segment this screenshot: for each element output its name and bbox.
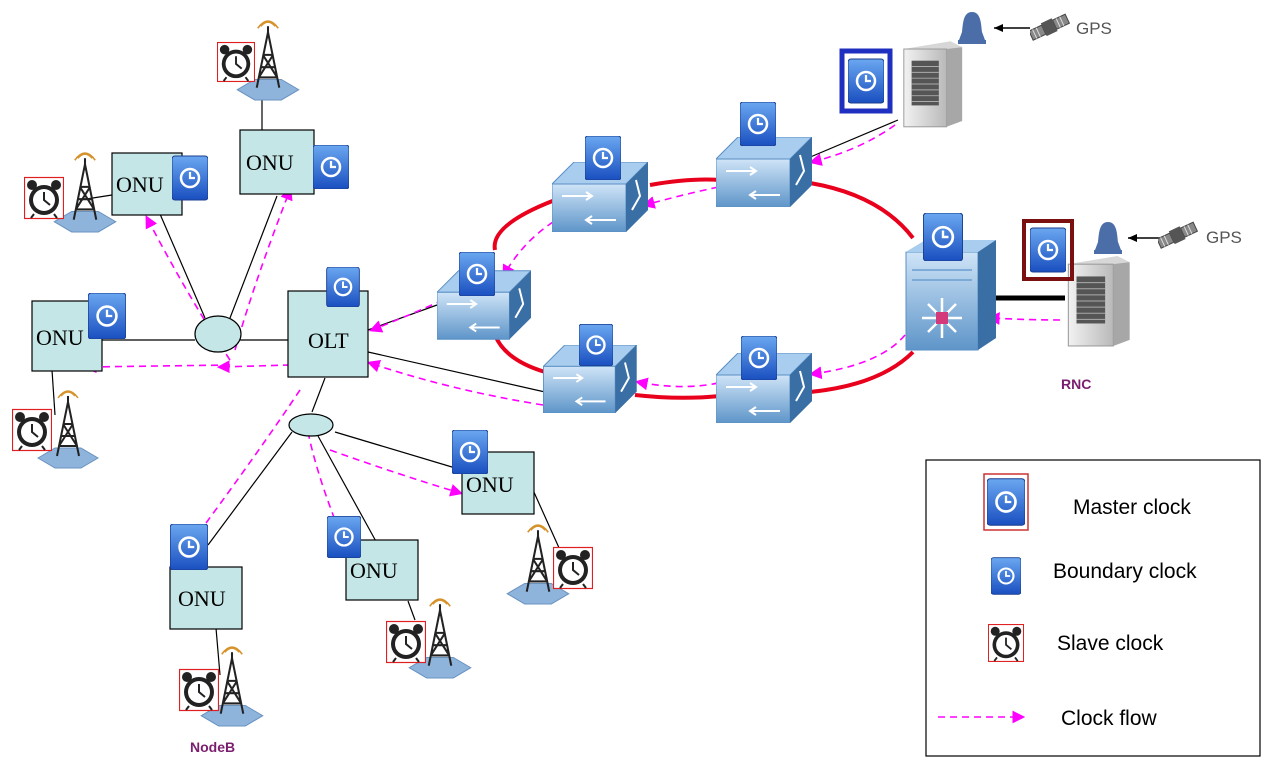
- slave-clock-icon: [24, 176, 64, 220]
- slave-clock-icon: [386, 620, 426, 664]
- legend-flow-label: Clock flow: [1061, 707, 1158, 730]
- splitter-lower: [288, 413, 334, 437]
- boundary-clock-icon: [313, 145, 349, 189]
- base-station: [506, 524, 593, 605]
- core-switch: [905, 213, 996, 351]
- base-station: [24, 152, 117, 234]
- boundary-clock-icon: [741, 336, 777, 380]
- legend: Master clock Boundary clock Slave clock …: [925, 459, 1261, 757]
- boundary-clock-icon: [585, 136, 621, 180]
- legend-master-label: Master clock: [1073, 496, 1191, 519]
- onu-label: ONU: [36, 325, 84, 350]
- base-station: [12, 389, 100, 470]
- switch-upper-right: [716, 102, 812, 207]
- onu-node-left: ONU: [31, 293, 126, 372]
- switch-upper-left: [552, 136, 648, 232]
- legend-boundary: Boundary clock: [991, 557, 1197, 595]
- legend-master: Master clock: [983, 473, 1191, 531]
- slave-clock-icon: [988, 623, 1024, 663]
- legend-boundary-label: Boundary clock: [1053, 560, 1197, 583]
- base-station: [217, 19, 300, 102]
- splitter-upper: [194, 315, 242, 353]
- switch-lower-right: [716, 336, 812, 423]
- master-clock-server-top: GPS: [839, 12, 1112, 128]
- nodeb-label: NodeB: [190, 739, 235, 755]
- onu-node-bottom-middle: ONU: [327, 516, 419, 601]
- onu-node-bottom-left: ONU: [169, 524, 243, 630]
- rnc-server: GPS RNC: [1022, 219, 1242, 392]
- legend-slave-label: Slave clock: [1057, 632, 1164, 655]
- boundary-clock-icon: [452, 430, 488, 474]
- olt-label: OLT: [308, 328, 349, 353]
- slave-clock-icon: [12, 408, 52, 452]
- satellite-icon: [1158, 220, 1198, 251]
- onu-node-top-left: ONU: [111, 152, 208, 216]
- master-clock-frame: [1022, 219, 1074, 281]
- boundary-clock-icon: [923, 213, 963, 261]
- antenna-icon: [1094, 222, 1122, 254]
- onu-label: ONU: [466, 472, 514, 497]
- boundary-clock-icon: [88, 293, 126, 339]
- gps-label: GPS: [1206, 228, 1242, 247]
- master-clock-icon: [987, 478, 1025, 526]
- server-icon: [1067, 256, 1131, 347]
- onu-label: ONU: [116, 172, 164, 197]
- base-station: [179, 646, 264, 727]
- rnc-label: RNC: [1061, 376, 1091, 392]
- onu-label: ONU: [178, 586, 226, 611]
- switch-lower-left: [543, 324, 637, 413]
- boundary-clock-icon: [991, 557, 1021, 595]
- boundary-clock-icon: [326, 267, 360, 307]
- boundary-clock-icon: [579, 324, 613, 366]
- master-clock-icon: [1030, 227, 1066, 273]
- legend-flow: Clock flow: [938, 707, 1158, 730]
- onu-label: ONU: [246, 150, 294, 175]
- boundary-clock-icon: [740, 102, 776, 146]
- server-icon: [903, 40, 963, 128]
- legend-slave: Slave clock: [988, 623, 1164, 663]
- onu-node-top: ONU: [239, 129, 349, 195]
- slave-clock-icon: [217, 41, 255, 83]
- slave-clock-icon: [179, 668, 219, 712]
- master-clock-icon: [848, 58, 884, 104]
- antenna-icon: [958, 12, 986, 44]
- olt-node: OLT: [287, 267, 369, 378]
- boundary-clock-icon: [172, 155, 208, 201]
- base-station: [386, 598, 472, 679]
- onu-node-bottom-right: ONU: [452, 430, 535, 515]
- boundary-clock-icon: [170, 524, 208, 570]
- gps-label: GPS: [1076, 19, 1112, 38]
- boundary-clock-icon: [459, 252, 495, 296]
- satellite-icon: [1030, 12, 1070, 43]
- master-clock-frame: [839, 48, 893, 114]
- switch-left: [437, 252, 531, 340]
- onu-label: ONU: [350, 558, 398, 583]
- slave-clock-icon: [553, 546, 593, 590]
- boundary-clock-icon: [327, 516, 361, 558]
- clock-flow: [83, 124, 1061, 548]
